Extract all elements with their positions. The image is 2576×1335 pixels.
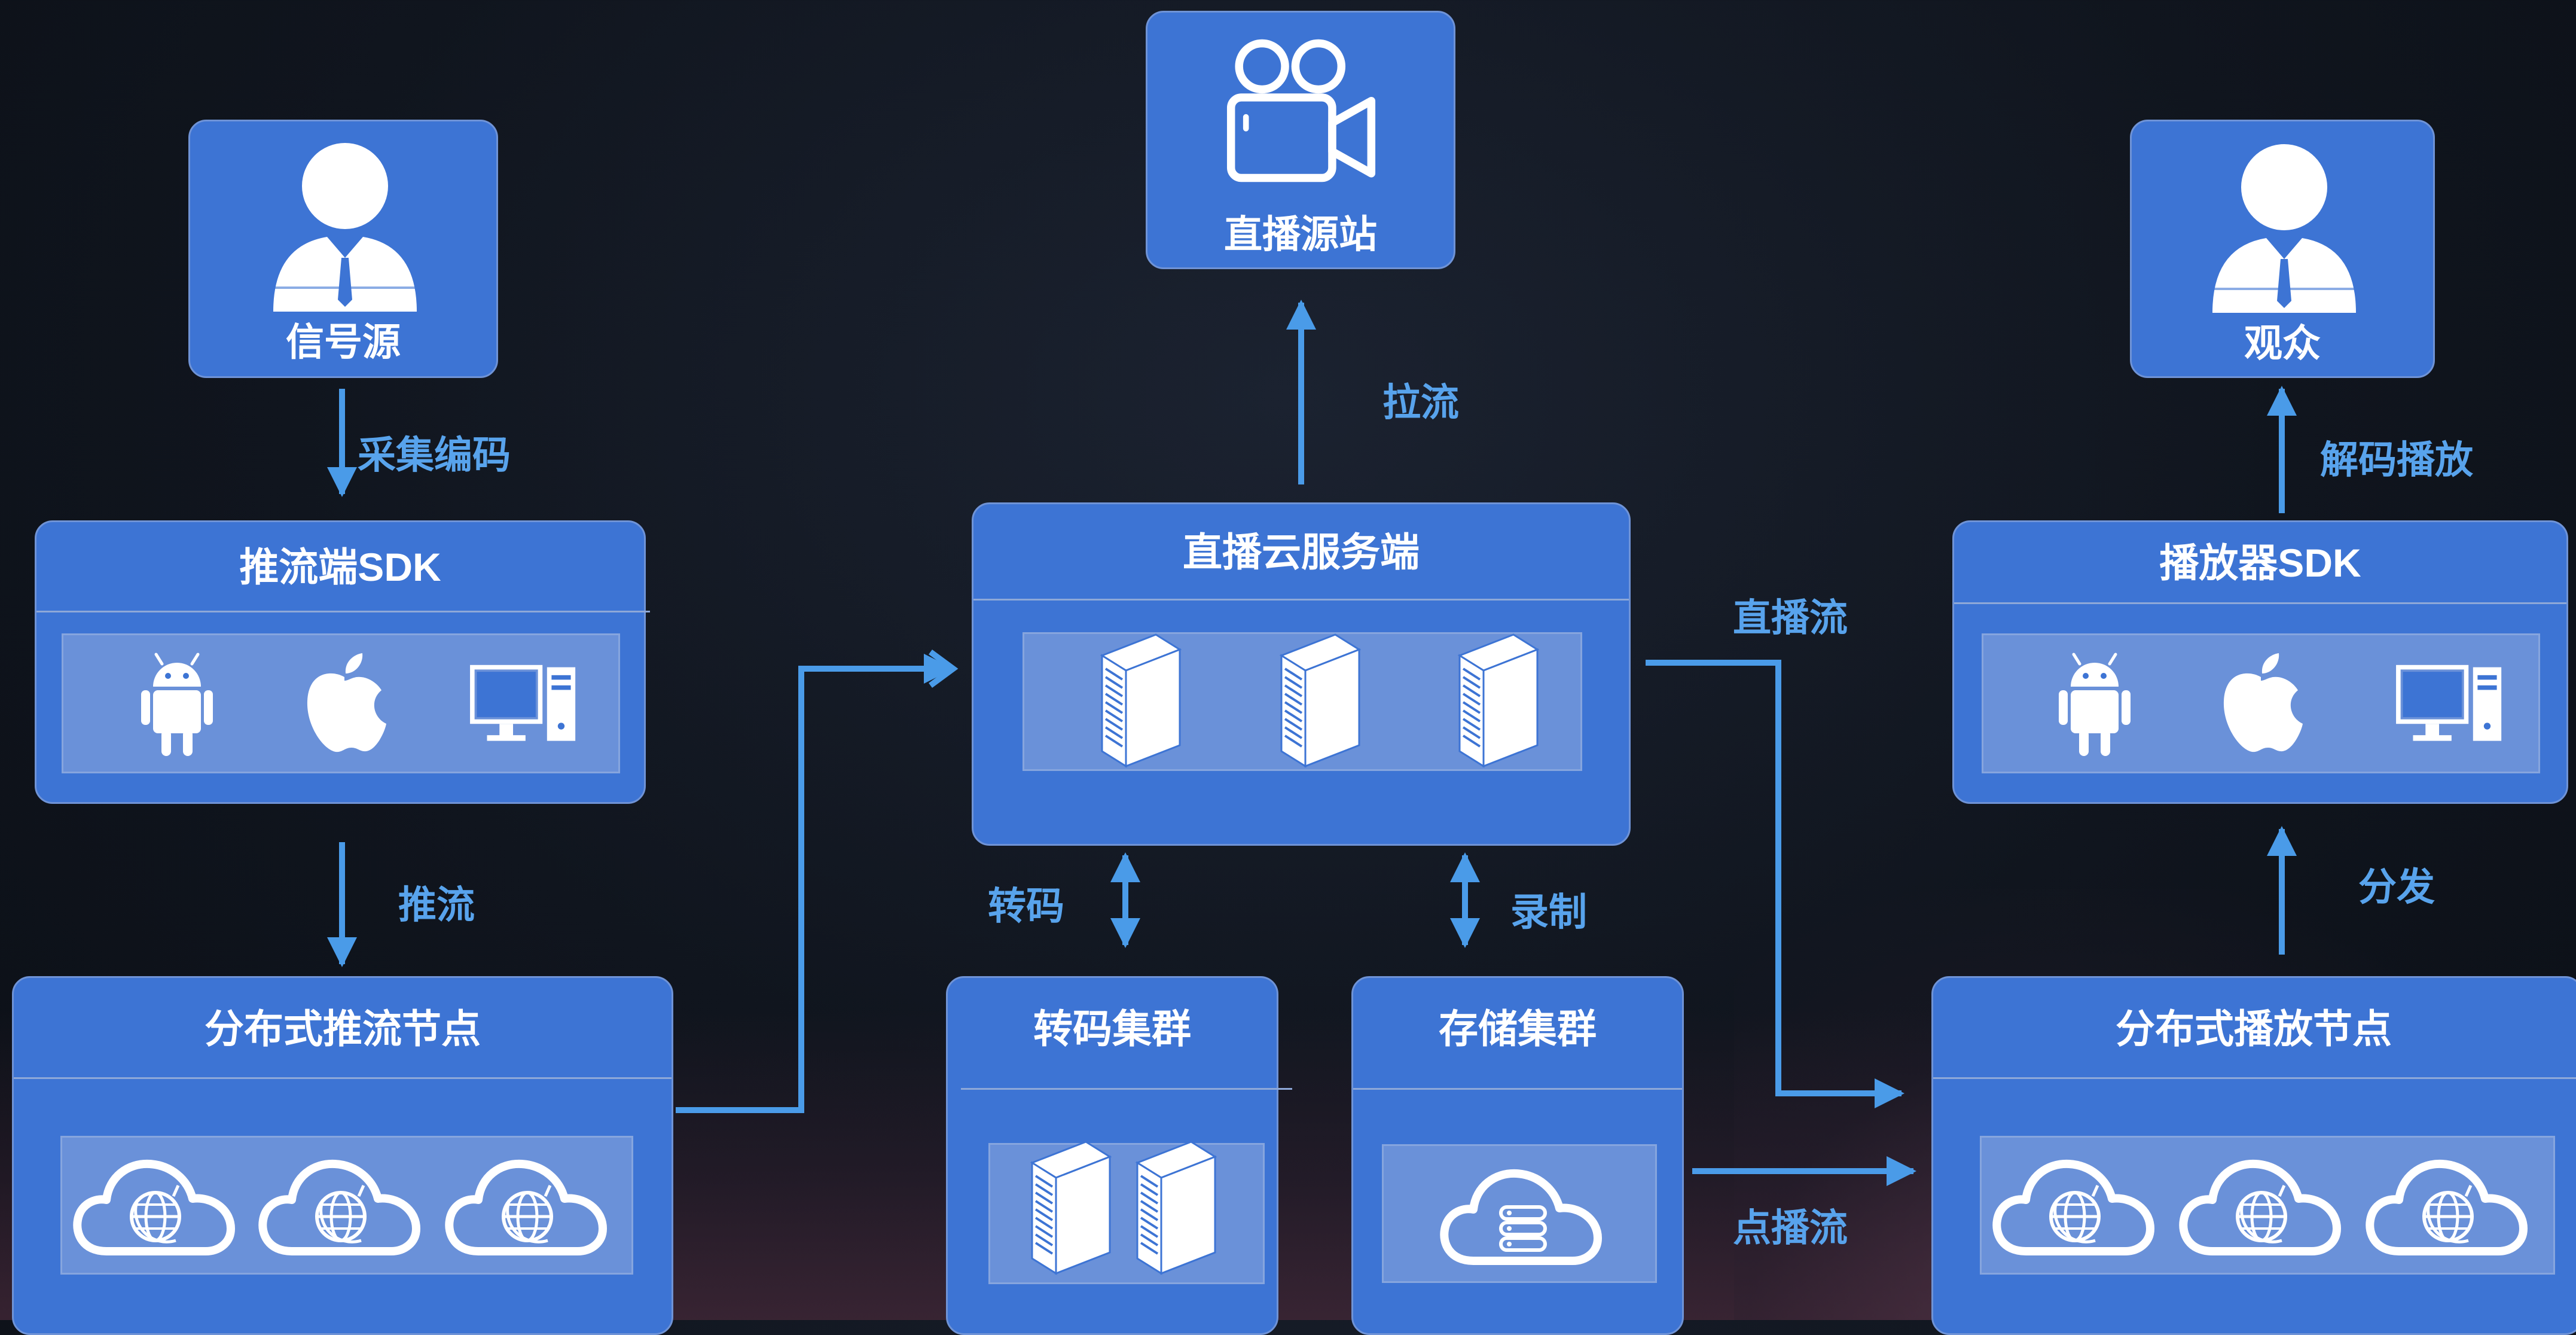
label-decode-play: 解码播放 (2320, 438, 2473, 481)
divider (973, 599, 1629, 601)
push-sdk-platforms (62, 633, 620, 773)
divider (961, 1088, 1292, 1090)
player-sdk-panel: 播放器SDK (1952, 520, 2568, 804)
play-node-cloud-group (1980, 1136, 2555, 1275)
play-nodes-title: 分布式播放节点 (2116, 1007, 2392, 1051)
audience-label: 观众 (2244, 322, 2321, 365)
push-node-cloud-group (60, 1136, 633, 1275)
label-distribute: 分发 (2358, 865, 2435, 909)
label-live-stream: 直播流 (1733, 596, 1848, 639)
label-push: 推流 (398, 883, 475, 926)
storage-cluster-panel: 存储集群 (1351, 976, 1684, 1335)
audience-node: 观众 (2130, 120, 2435, 378)
player-sdk-platforms (1982, 633, 2540, 773)
divider (36, 611, 650, 612)
arrow-live-stream (1646, 660, 1904, 1108)
divider (1353, 1088, 1682, 1090)
transcode-server-group (988, 1143, 1265, 1284)
arrow-nodes-to-cloud-head (929, 649, 959, 688)
divider (14, 1077, 672, 1079)
label-record: 录制 (1510, 891, 1587, 934)
label-transcode: 转码 (988, 885, 1064, 928)
cloud-server-title: 直播云服务端 (1183, 530, 1420, 574)
live-origin-node: 直播源站 (1146, 11, 1455, 269)
label-vod: 点播流 (1733, 1206, 1848, 1249)
server-rack-group (1023, 632, 1582, 771)
transcode-cluster-title: 转码集群 (1033, 1007, 1191, 1051)
storage-cloud-group (1382, 1144, 1657, 1283)
arrow-nodes-to-cloud (676, 654, 954, 1113)
storage-cluster-title: 存储集群 (1439, 1007, 1597, 1051)
signal-source-label: 信号源 (286, 321, 401, 364)
push-nodes-title: 分布式推流节点 (205, 1007, 481, 1051)
push-nodes-panel: 分布式推流节点 (12, 976, 673, 1335)
transcode-cluster-panel: 转码集群 (946, 976, 1292, 1335)
live-origin-label: 直播源站 (1224, 213, 1377, 256)
player-sdk-title: 播放器SDK (2159, 541, 2361, 585)
play-nodes-panel: 分布式播放节点 (1931, 976, 2576, 1335)
cloud-server-panel: 直播云服务端 (972, 502, 1631, 846)
divider (1933, 1077, 2576, 1079)
label-pull: 拉流 (1382, 381, 1459, 424)
push-sdk-title: 推流端SDK (239, 545, 441, 589)
divider (1954, 602, 2566, 604)
label-capture-encode: 采集编码 (358, 434, 511, 477)
signal-source-node: 信号源 (188, 120, 498, 378)
push-sdk-panel: 推流端SDK (35, 520, 650, 804)
